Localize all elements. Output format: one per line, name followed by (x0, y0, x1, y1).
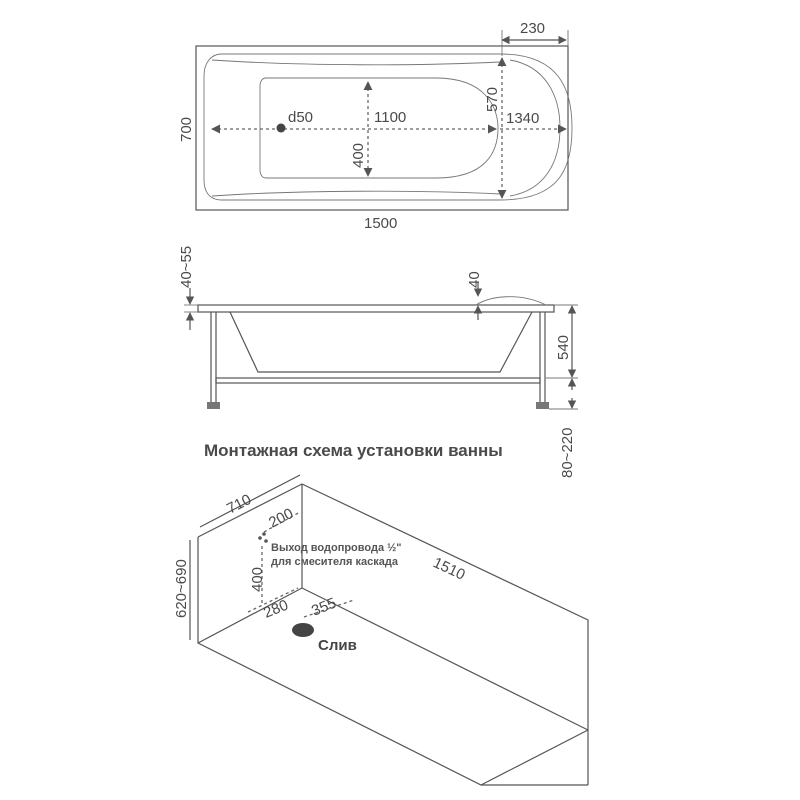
tub-rim-side (197, 304, 555, 313)
diagram-title: Монтажная схема установки ванны (204, 441, 503, 460)
tub-outline (195, 45, 569, 211)
drain-label: Слив (318, 637, 357, 654)
side-view: 40~55 40 540 80~220 (178, 246, 578, 478)
dim-outlet-height-400: 400 (249, 567, 266, 592)
drain-hole (276, 123, 286, 133)
dim-drain-355: 355 (309, 595, 339, 620)
drain-hole-floor (292, 623, 314, 637)
frame-crossbar (215, 377, 541, 384)
floor-outline (197, 537, 588, 786)
drain-diameter-label: d50 (288, 109, 313, 126)
floor-corner-lines (197, 587, 589, 731)
dim-inner-1100: 1100 (374, 109, 406, 126)
dim-headrest-570: 570 (484, 87, 501, 112)
bottom-flange (211, 190, 501, 197)
tub-rim (203, 53, 573, 201)
headrest-bump (475, 296, 547, 306)
tub-body-side (229, 311, 533, 373)
installation-view: 710 1510 620~690 200 400 Выход водопрово… (173, 474, 589, 786)
dim-headrest-1340: 1340 (506, 110, 539, 127)
floor-front-edge (480, 729, 589, 786)
dim-wall-width-710: 710 (224, 491, 254, 518)
dim-legs-80-220: 80~220 (559, 428, 576, 478)
water-outlet-note-line2: для смесителя каскада (271, 556, 399, 568)
dim-inner-400: 400 (350, 143, 367, 168)
dim-length-1500: 1500 (364, 215, 397, 232)
top-view: 700 1500 1100 400 d50 1340 570 230 (178, 20, 573, 232)
water-outlet-dot-2 (264, 539, 268, 543)
dim-drain-280: 280 (261, 597, 291, 622)
left-foot (207, 402, 220, 409)
dim-wall-height-620-690: 620~690 (173, 559, 190, 618)
water-outlet-dot-3 (262, 532, 266, 536)
tub-bowl (259, 77, 499, 179)
wall-width-dim (199, 474, 301, 528)
top-flange (211, 59, 501, 66)
dim-offset-230: 230 (520, 20, 545, 37)
wall-back (197, 483, 589, 785)
headrest-curve (509, 59, 561, 197)
drain-offset-y-dim (303, 599, 355, 618)
dim-depth-540: 540 (555, 335, 572, 360)
dim-width-700: 700 (178, 117, 195, 142)
dim-rim-40-55: 40~55 (178, 246, 195, 288)
dim-outlet-offset-200: 200 (266, 505, 296, 532)
dim-wall-length-1510: 1510 (430, 554, 467, 584)
water-outlet-offset-dim (263, 511, 301, 533)
water-outlet-note-line1: Выход водопровода ½" (271, 542, 402, 554)
right-foot (536, 402, 549, 409)
water-outlet-dot-1 (258, 536, 262, 540)
dim-headrest-40: 40 (466, 271, 483, 288)
